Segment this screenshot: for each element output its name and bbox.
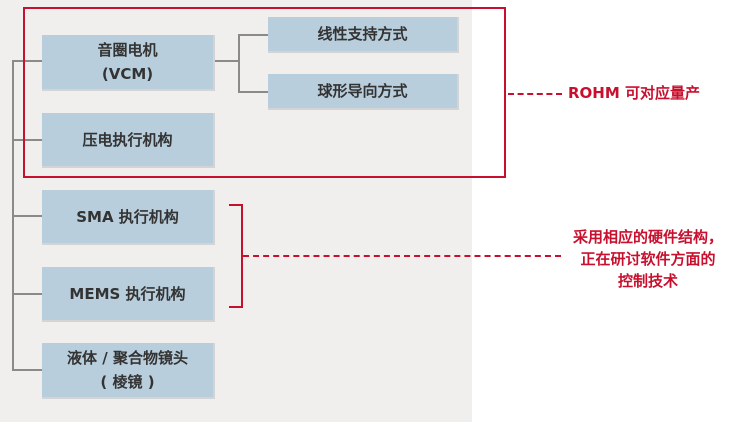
vcm-sub-trunk-line (238, 34, 240, 92)
research-bracket (229, 204, 243, 308)
vcm-label: 音圈电机 (97, 41, 158, 59)
research-note-line-2: 正在研讨软件方面的 (580, 250, 716, 268)
ball-guide-label: 球形导向方式 (317, 82, 408, 100)
ball-guide-box: 球形导向方式 (268, 74, 459, 110)
research-dashed-connector (243, 255, 561, 257)
branch-line-mems (12, 293, 42, 295)
linear-support-box: 线性支持方式 (268, 17, 459, 53)
liquid-polymer-lens-sublabel: ( 棱镜 ) (100, 373, 155, 391)
rohm-dashed-connector (508, 93, 562, 95)
branch-line-ball (238, 91, 268, 93)
vcm-sublabel: (VCM) (101, 65, 154, 83)
sma-actuator-box: SMA 执行机构 (42, 190, 215, 245)
branch-line-linear (238, 34, 268, 36)
mems-actuator-label: MEMS 执行机构 (69, 284, 186, 303)
research-note-line-3: 控制技术 (617, 272, 678, 290)
liquid-polymer-lens-box: 液体 / 聚合物镜头 ( 棱镜 ) (42, 343, 215, 399)
branch-line-vcm (12, 60, 42, 62)
rohm-highlight-frame (23, 7, 506, 178)
sma-actuator-label: SMA 执行机构 (76, 207, 179, 226)
branch-line-liquid (12, 369, 42, 371)
vcm-outgoing-line (215, 60, 239, 62)
liquid-polymer-lens-label: 液体 / 聚合物镜头 (67, 349, 188, 367)
piezo-actuator-label: 压电执行机构 (82, 130, 173, 149)
mems-actuator-box: MEMS 执行机构 (42, 267, 215, 322)
research-note: 采用相应的硬件结构， 正在研讨软件方面的 控制技术 (548, 226, 748, 292)
branch-line-piezo (12, 139, 42, 141)
vcm-box: 音圈电机 (VCM) (42, 35, 215, 91)
research-note-line-1: 采用相应的硬件结构， (572, 228, 723, 246)
linear-support-label: 线性支持方式 (317, 25, 408, 43)
piezo-actuator-box: 压电执行机构 (42, 113, 215, 168)
rohm-mass-production-label: ROHM 可对应量产 (568, 84, 701, 102)
branch-line-sma (12, 215, 42, 217)
